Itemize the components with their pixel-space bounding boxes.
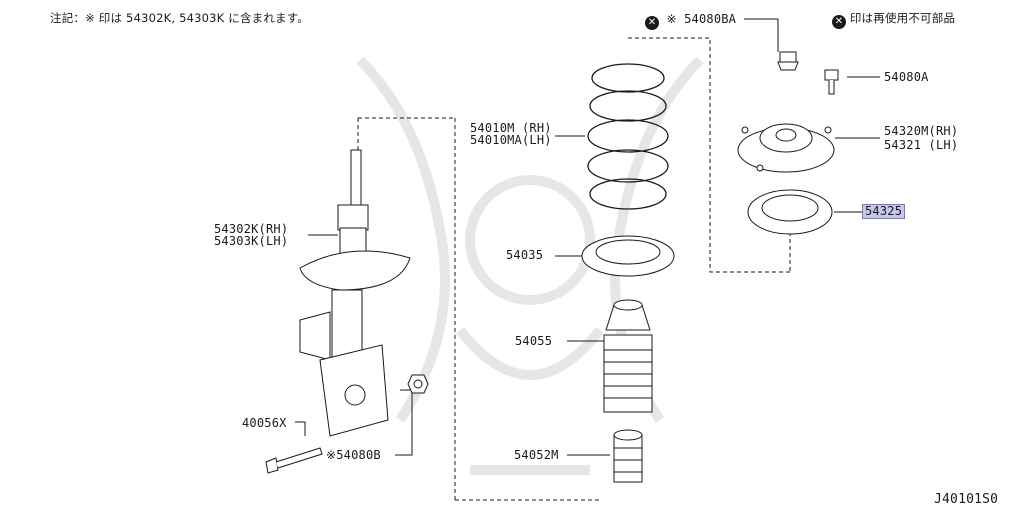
strut-mount-54320m — [737, 123, 835, 173]
label-54320m[interactable]: 54320M(RH) — [884, 124, 959, 138]
coil-spring-54010m — [587, 63, 669, 210]
label-54080b[interactable]: ※54080B — [326, 448, 381, 462]
label-40056x[interactable]: 40056X — [242, 416, 287, 430]
nut-54080b — [407, 374, 429, 394]
nut-54080ba — [777, 51, 799, 71]
label-54080a[interactable]: 54080A — [884, 70, 929, 84]
label-54080ba-wrap: ✕ ※ 54080BA — [645, 13, 736, 30]
dust-boot-54055 — [603, 299, 653, 413]
label-54325[interactable]: 54325 — [862, 204, 906, 219]
label-54303k[interactable]: 54303K(LH) — [214, 234, 289, 248]
label-54321[interactable]: 54321 (LH) — [884, 138, 959, 152]
label-54080ba[interactable]: ※ 54080BA — [666, 12, 737, 26]
label-54055[interactable]: 54055 — [515, 334, 553, 348]
header-note: 注記：※ 印は 54302K, 54303K に含まれます。 — [50, 11, 310, 25]
non-reusable-icon: ✕ — [645, 16, 659, 30]
bolt-40056x — [265, 447, 323, 474]
label-54010m[interactable]: 54010M (RH) — [470, 121, 552, 135]
bolt-54080a — [824, 69, 839, 95]
bump-stop-54052m — [613, 429, 643, 483]
label-54052m[interactable]: 54052M — [514, 448, 559, 462]
bearing-54325 — [747, 189, 833, 235]
assembly-bracket-main — [358, 117, 600, 501]
label-54010ma[interactable]: 54010MA(LH) — [470, 133, 552, 147]
assembly-bracket-spring — [628, 37, 790, 273]
spring-seat-54035 — [581, 235, 675, 277]
strut-assembly-54302k — [299, 149, 411, 437]
label-54302k[interactable]: 54302K(RH) — [214, 222, 289, 236]
legend-note-wrap: ✕ 印は再使用不可部品 — [832, 12, 955, 29]
label-54035[interactable]: 54035 — [506, 248, 544, 262]
diagram-code: J40101S0 — [934, 492, 999, 507]
non-reusable-icon: ✕ — [832, 15, 846, 29]
legend-note: 印は再使用不可部品 — [849, 11, 956, 25]
